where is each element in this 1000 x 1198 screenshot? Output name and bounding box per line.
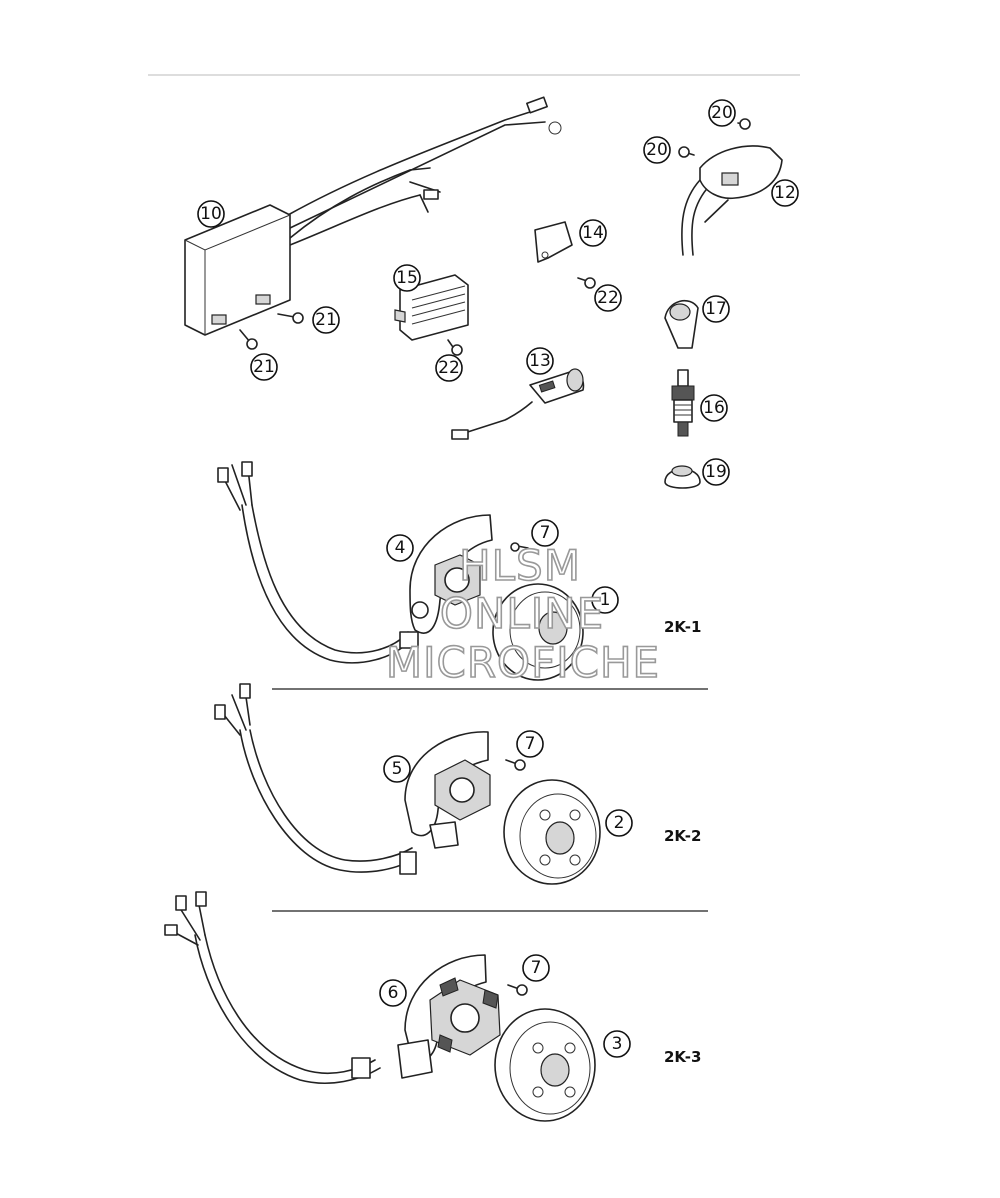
variant-label-2k3: 2K-3 bbox=[664, 1048, 701, 1066]
stator-2k1-drawing bbox=[217, 461, 493, 664]
callout-17-label: 17 bbox=[705, 299, 727, 319]
callout-20: 20 bbox=[643, 136, 671, 164]
callout-14-label: 14 bbox=[582, 223, 604, 243]
callout-16-label: 16 bbox=[703, 398, 725, 418]
variant-label-2k1: 2K-1 bbox=[664, 618, 701, 636]
rotor-2k2-drawing bbox=[503, 759, 601, 885]
callout-7-label: 7 bbox=[531, 958, 542, 978]
stator-2k2-drawing bbox=[214, 683, 491, 875]
seal-drawing bbox=[664, 465, 701, 489]
stator-2k3-drawing bbox=[164, 891, 501, 1085]
spark-plug-drawing bbox=[671, 369, 695, 437]
callout-22-label: 22 bbox=[438, 358, 460, 378]
spark-plug-cap-drawing bbox=[664, 299, 699, 349]
callout-3: 3 bbox=[603, 1030, 631, 1058]
callout-7-label: 7 bbox=[540, 523, 551, 543]
callout-7: 7 bbox=[522, 954, 550, 982]
callout-7: 7 bbox=[531, 519, 559, 547]
ignition-coil-drawing bbox=[678, 118, 783, 256]
callout-7: 7 bbox=[516, 730, 544, 758]
callout-19-label: 19 bbox=[705, 462, 727, 482]
callout-5-label: 5 bbox=[392, 759, 403, 779]
callout-5: 5 bbox=[383, 755, 411, 783]
callout-20: 20 bbox=[708, 99, 736, 127]
callout-22-label: 22 bbox=[597, 288, 619, 308]
cdi-unit-drawing bbox=[184, 96, 562, 336]
callout-6: 6 bbox=[379, 979, 407, 1007]
connector-drawing bbox=[451, 368, 585, 440]
watermark-line-1: HLSM bbox=[459, 541, 581, 590]
callout-14: 14 bbox=[579, 219, 607, 247]
callout-1-label: 1 bbox=[600, 590, 611, 610]
callout-21-label: 21 bbox=[253, 357, 275, 377]
callout-20-label: 20 bbox=[711, 103, 733, 123]
callout-21: 21 bbox=[312, 306, 340, 334]
callout-12: 12 bbox=[771, 179, 799, 207]
variant-label-2k2: 2K-2 bbox=[664, 827, 701, 845]
callout-19: 19 bbox=[702, 458, 730, 486]
callout-13-label: 13 bbox=[529, 351, 551, 371]
callout-15: 15 bbox=[393, 264, 421, 292]
callout-2: 2 bbox=[605, 809, 633, 837]
rotor-2k1-drawing bbox=[492, 542, 584, 681]
callout-7-label: 7 bbox=[525, 734, 536, 754]
watermark-line-2: ONLINE bbox=[440, 589, 604, 638]
callout-13: 13 bbox=[526, 347, 554, 375]
callout-10: 10 bbox=[197, 200, 225, 228]
callout-21: 21 bbox=[250, 353, 278, 381]
callout-2-label: 2 bbox=[614, 813, 625, 833]
callout-1: 1 bbox=[591, 586, 619, 614]
callout-17: 17 bbox=[702, 295, 730, 323]
callout-4: 4 bbox=[386, 534, 414, 562]
watermark-line-3: MICROFICHE bbox=[386, 638, 660, 687]
callout-15-label: 15 bbox=[396, 268, 418, 288]
callout-10-label: 10 bbox=[200, 204, 222, 224]
callout-4-label: 4 bbox=[395, 538, 406, 558]
callout-12-label: 12 bbox=[774, 183, 796, 203]
rotor-2k3-drawing bbox=[494, 984, 596, 1122]
callout-3-label: 3 bbox=[612, 1034, 623, 1054]
callout-22: 22 bbox=[435, 354, 463, 382]
callout-22: 22 bbox=[594, 284, 622, 312]
regulator-drawing bbox=[394, 274, 469, 356]
watermark: HLSM ONLINE MICROFICHE bbox=[385, 540, 660, 688]
callout-20-label: 20 bbox=[646, 140, 668, 160]
callout-6-label: 6 bbox=[388, 983, 399, 1003]
bracket-drawing bbox=[534, 221, 596, 289]
callout-16: 16 bbox=[700, 394, 728, 422]
screw-21-drawing bbox=[239, 312, 304, 350]
callout-21-label: 21 bbox=[315, 310, 337, 330]
